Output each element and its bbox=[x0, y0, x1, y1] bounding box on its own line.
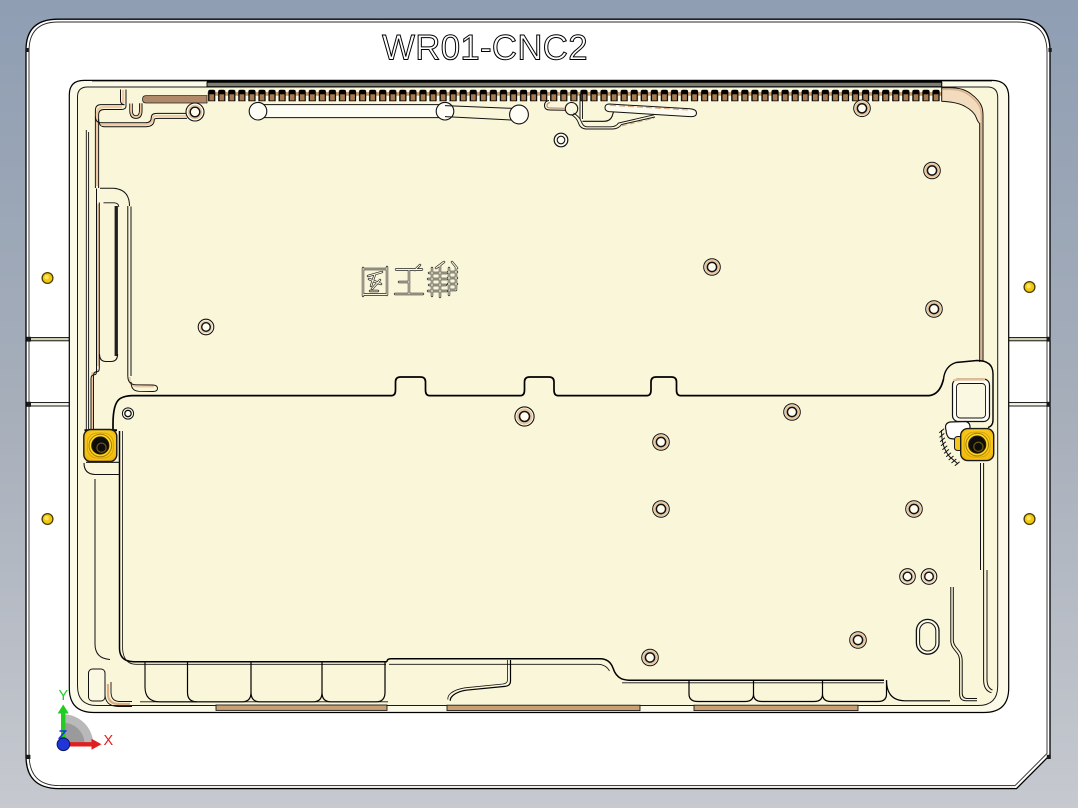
svg-text:WR01-CNC2: WR01-CNC2 bbox=[382, 29, 588, 68]
svg-text:X: X bbox=[104, 733, 114, 749]
svg-text:Y: Y bbox=[59, 688, 69, 704]
